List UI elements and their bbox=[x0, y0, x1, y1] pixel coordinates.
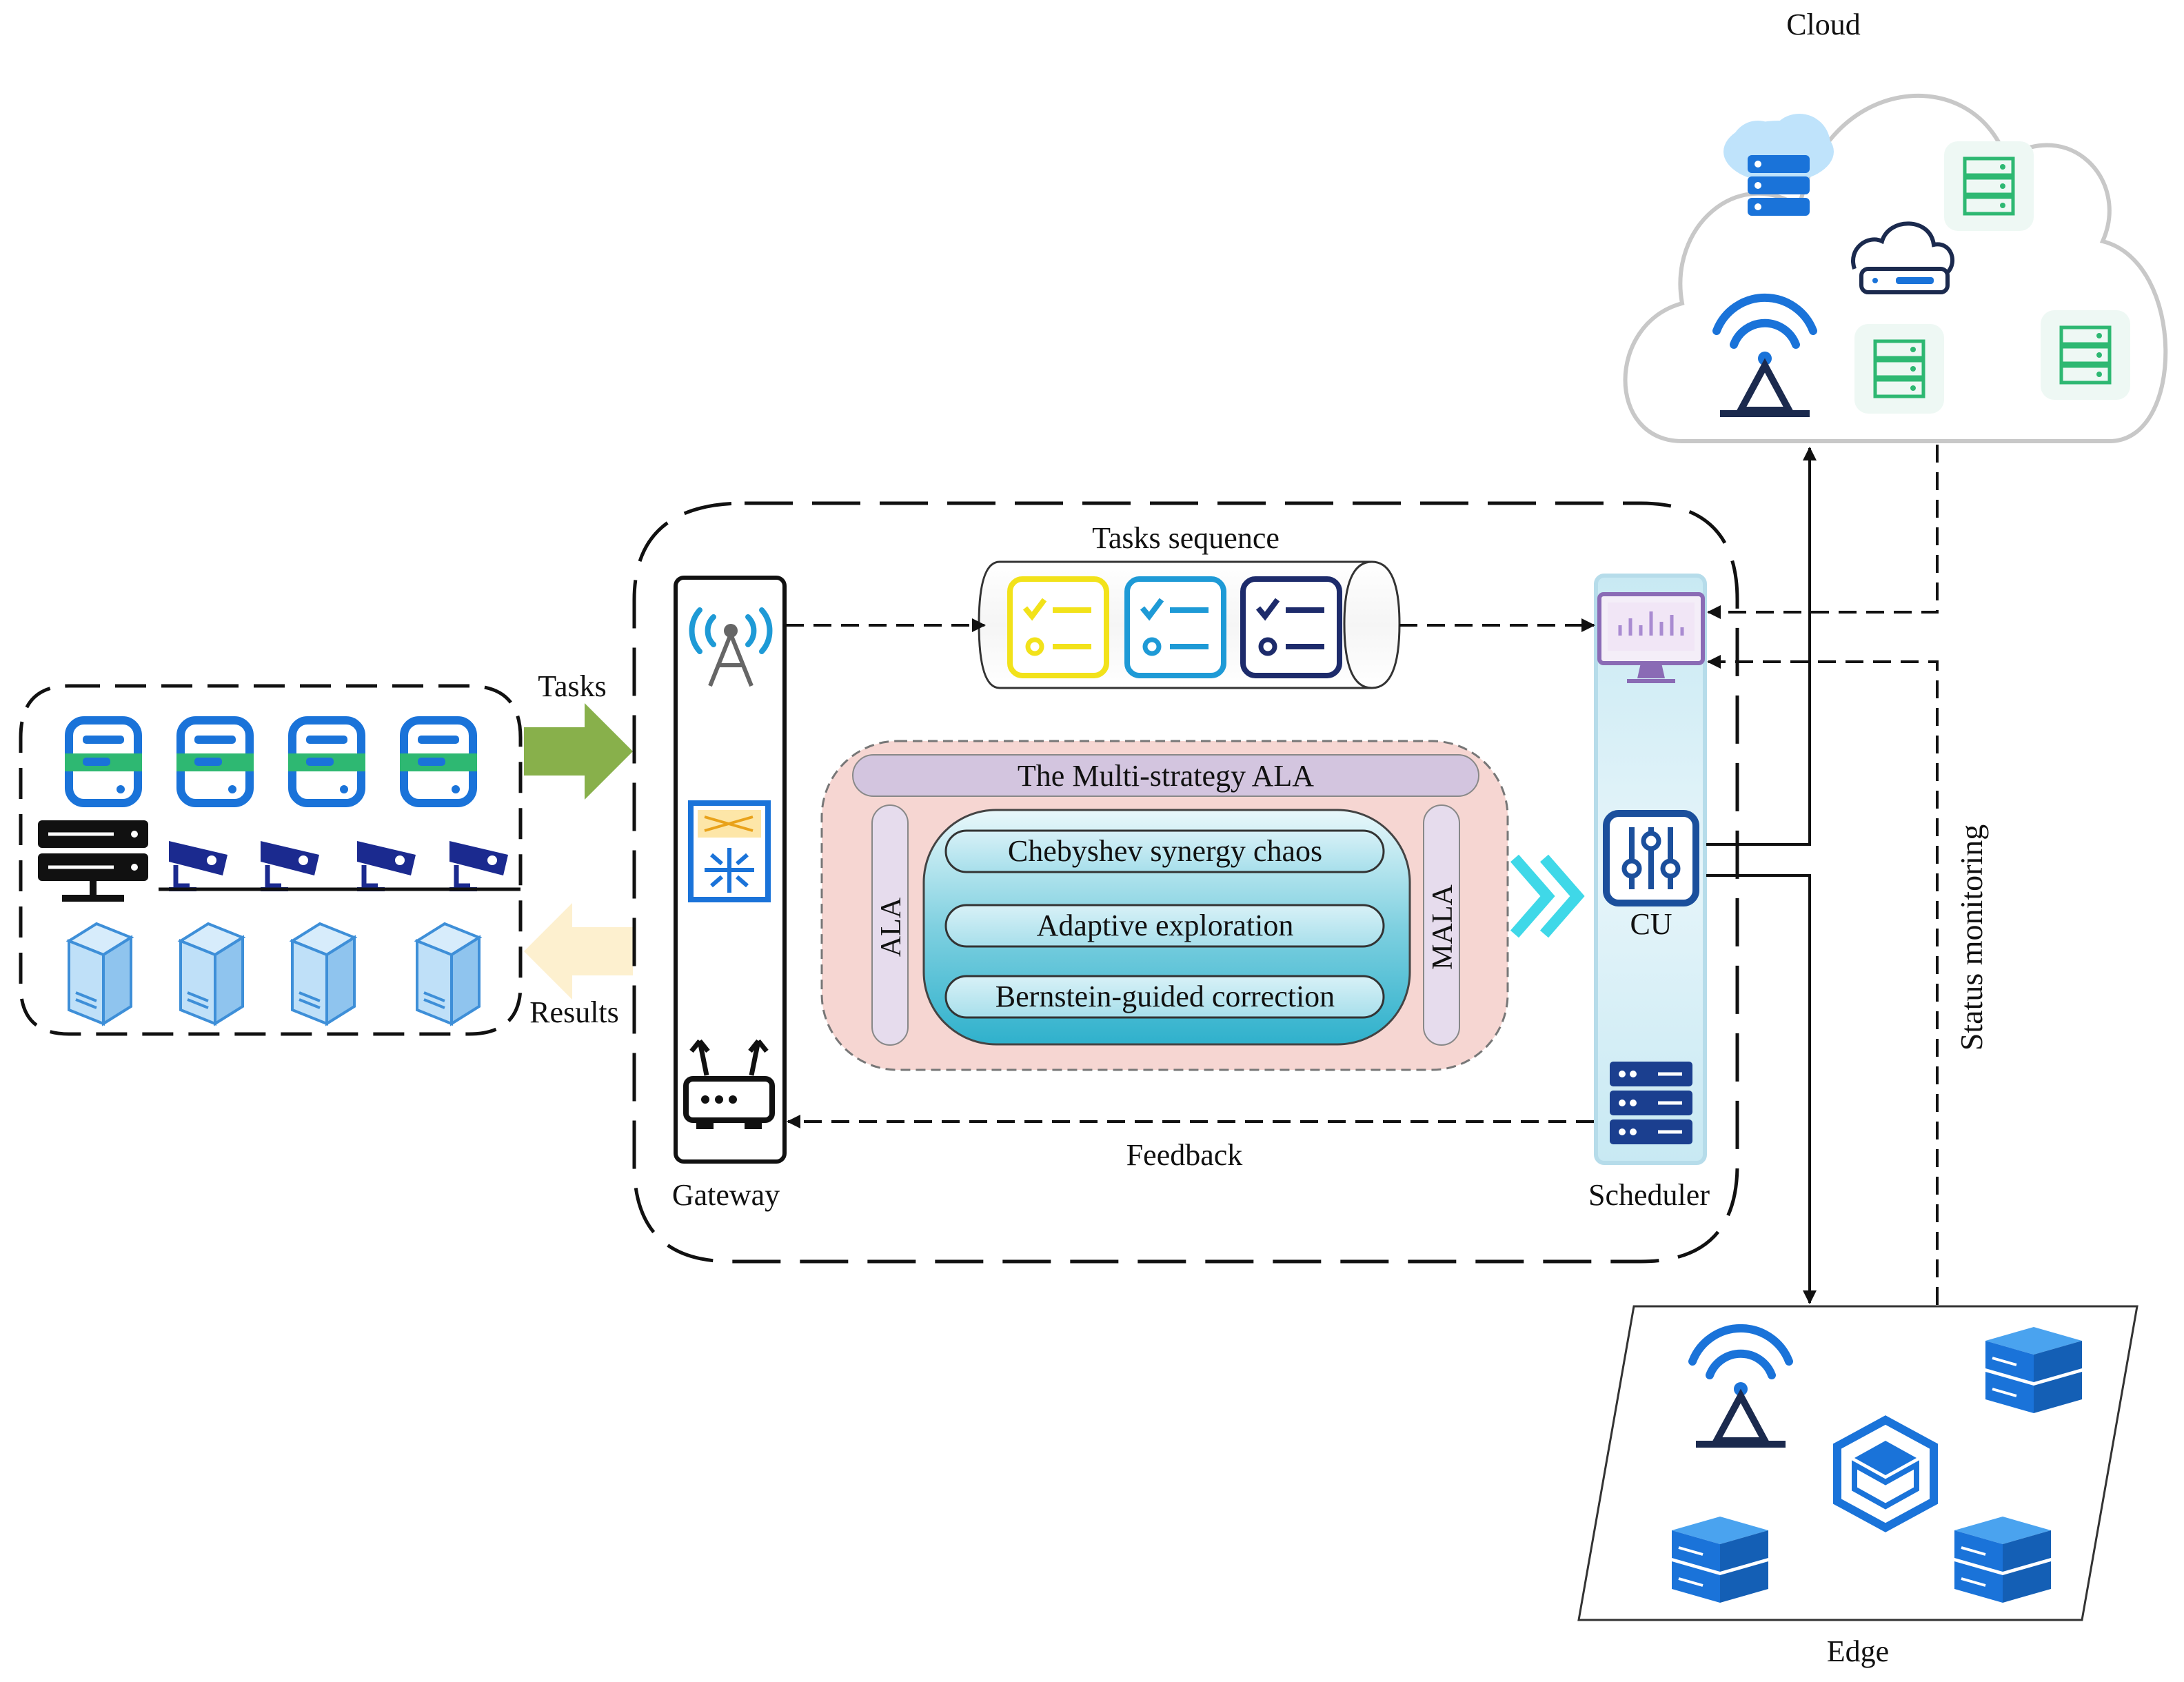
desktop-tower-icon bbox=[65, 922, 134, 1026]
multi-strategy-header bbox=[852, 754, 1479, 797]
strategy-pill bbox=[944, 904, 1385, 948]
cu-to-edge-arrow bbox=[1706, 874, 1817, 1304]
cloud-region: Cloud bbox=[1623, 8, 2168, 443]
monitor-icon bbox=[1597, 592, 1705, 683]
cctv-camera-icon bbox=[261, 841, 319, 891]
devices-group bbox=[19, 684, 523, 1036]
strategy-pill bbox=[944, 975, 1385, 1019]
tasks-sequence-label: Tasks sequence bbox=[1092, 521, 1280, 555]
server-icon bbox=[65, 716, 142, 807]
switch-icon bbox=[688, 800, 771, 902]
server-rack-icon bbox=[2041, 310, 2130, 400]
router-icon bbox=[1851, 221, 1955, 294]
strategy-pill bbox=[944, 829, 1385, 873]
tasks-arrow bbox=[524, 703, 633, 800]
server-rack-icon bbox=[1944, 141, 2034, 231]
desktop-tower-icon bbox=[289, 922, 358, 1026]
cell-tower-icon bbox=[689, 607, 773, 687]
server-icon bbox=[176, 716, 254, 807]
cctv-camera-icon bbox=[449, 841, 508, 891]
checklist-icon bbox=[1007, 576, 1109, 678]
ala-bar bbox=[871, 804, 909, 1046]
control-panel-icon bbox=[1603, 810, 1699, 906]
ala-label: ALA bbox=[876, 897, 907, 957]
tasks-sequence: Tasks sequence bbox=[978, 521, 1401, 689]
cloud-server-icon bbox=[1723, 114, 1834, 216]
gateway-label: Gateway bbox=[672, 1178, 780, 1212]
edge-server-icon bbox=[1672, 1517, 1768, 1603]
mala-label: MALA bbox=[1427, 884, 1459, 970]
cu-label: CU bbox=[1630, 907, 1672, 941]
strategy-adaptive: Adaptive exploration bbox=[1037, 909, 1294, 942]
edge-status-arrow bbox=[1707, 655, 1939, 1305]
server-icon bbox=[288, 716, 365, 807]
edge-server-icon bbox=[1954, 1517, 2051, 1603]
results-label: Results bbox=[529, 995, 619, 1029]
desktop-tower-icon bbox=[177, 922, 246, 1026]
cu-to-cloud-arrow bbox=[1706, 447, 1817, 846]
tasks-label: Tasks bbox=[538, 669, 607, 703]
system-container bbox=[632, 501, 1739, 1264]
scheduler-label: Scheduler bbox=[1588, 1178, 1710, 1212]
connectors bbox=[786, 445, 1939, 1305]
algorithm-panel: The Multi-strategy ALA ALA MALA Chebyshe… bbox=[820, 740, 1509, 1071]
devices-border bbox=[19, 684, 523, 1036]
multi-strategy-title: The Multi-strategy ALA bbox=[1018, 759, 1314, 793]
edge-label: Edge bbox=[1827, 1634, 1889, 1668]
edge-server-icon bbox=[1985, 1327, 2082, 1413]
strategy-chebyshev: Chebyshev synergy chaos bbox=[1008, 834, 1322, 868]
server-rack-icon bbox=[1854, 324, 1944, 414]
results-arrow bbox=[524, 903, 633, 1000]
chevron-right-icon bbox=[1510, 854, 1585, 938]
antenna-icon bbox=[1712, 293, 1817, 417]
wifi-router-icon bbox=[683, 1039, 775, 1129]
mala-bar bbox=[1423, 804, 1460, 1046]
server-icon bbox=[400, 716, 477, 807]
antenna-icon bbox=[1688, 1324, 1793, 1448]
storage-hex-icon bbox=[1833, 1415, 1938, 1532]
cctv-camera-icon bbox=[169, 841, 228, 891]
desktop-tower-icon bbox=[414, 922, 483, 1026]
scheduler-column: Scheduler CU bbox=[1588, 574, 1710, 1212]
edge-region: Edge bbox=[1577, 1305, 2138, 1668]
status-monitoring-label: Status monitoring bbox=[1954, 824, 1989, 1051]
cctv-camera-icon bbox=[357, 841, 416, 891]
cloud-status-arrow bbox=[1707, 445, 1939, 619]
checklist-icon bbox=[1240, 576, 1342, 678]
feedback-label: Feedback bbox=[1126, 1138, 1243, 1172]
network-switch-icon bbox=[38, 820, 148, 902]
strategy-bernstein: Bernstein-guided correction bbox=[995, 980, 1335, 1013]
gateway-column: Gateway bbox=[672, 576, 787, 1212]
server-rack-icon bbox=[1610, 1062, 1692, 1144]
checklist-icon bbox=[1124, 576, 1226, 678]
cloud-label: Cloud bbox=[1786, 8, 1861, 41]
